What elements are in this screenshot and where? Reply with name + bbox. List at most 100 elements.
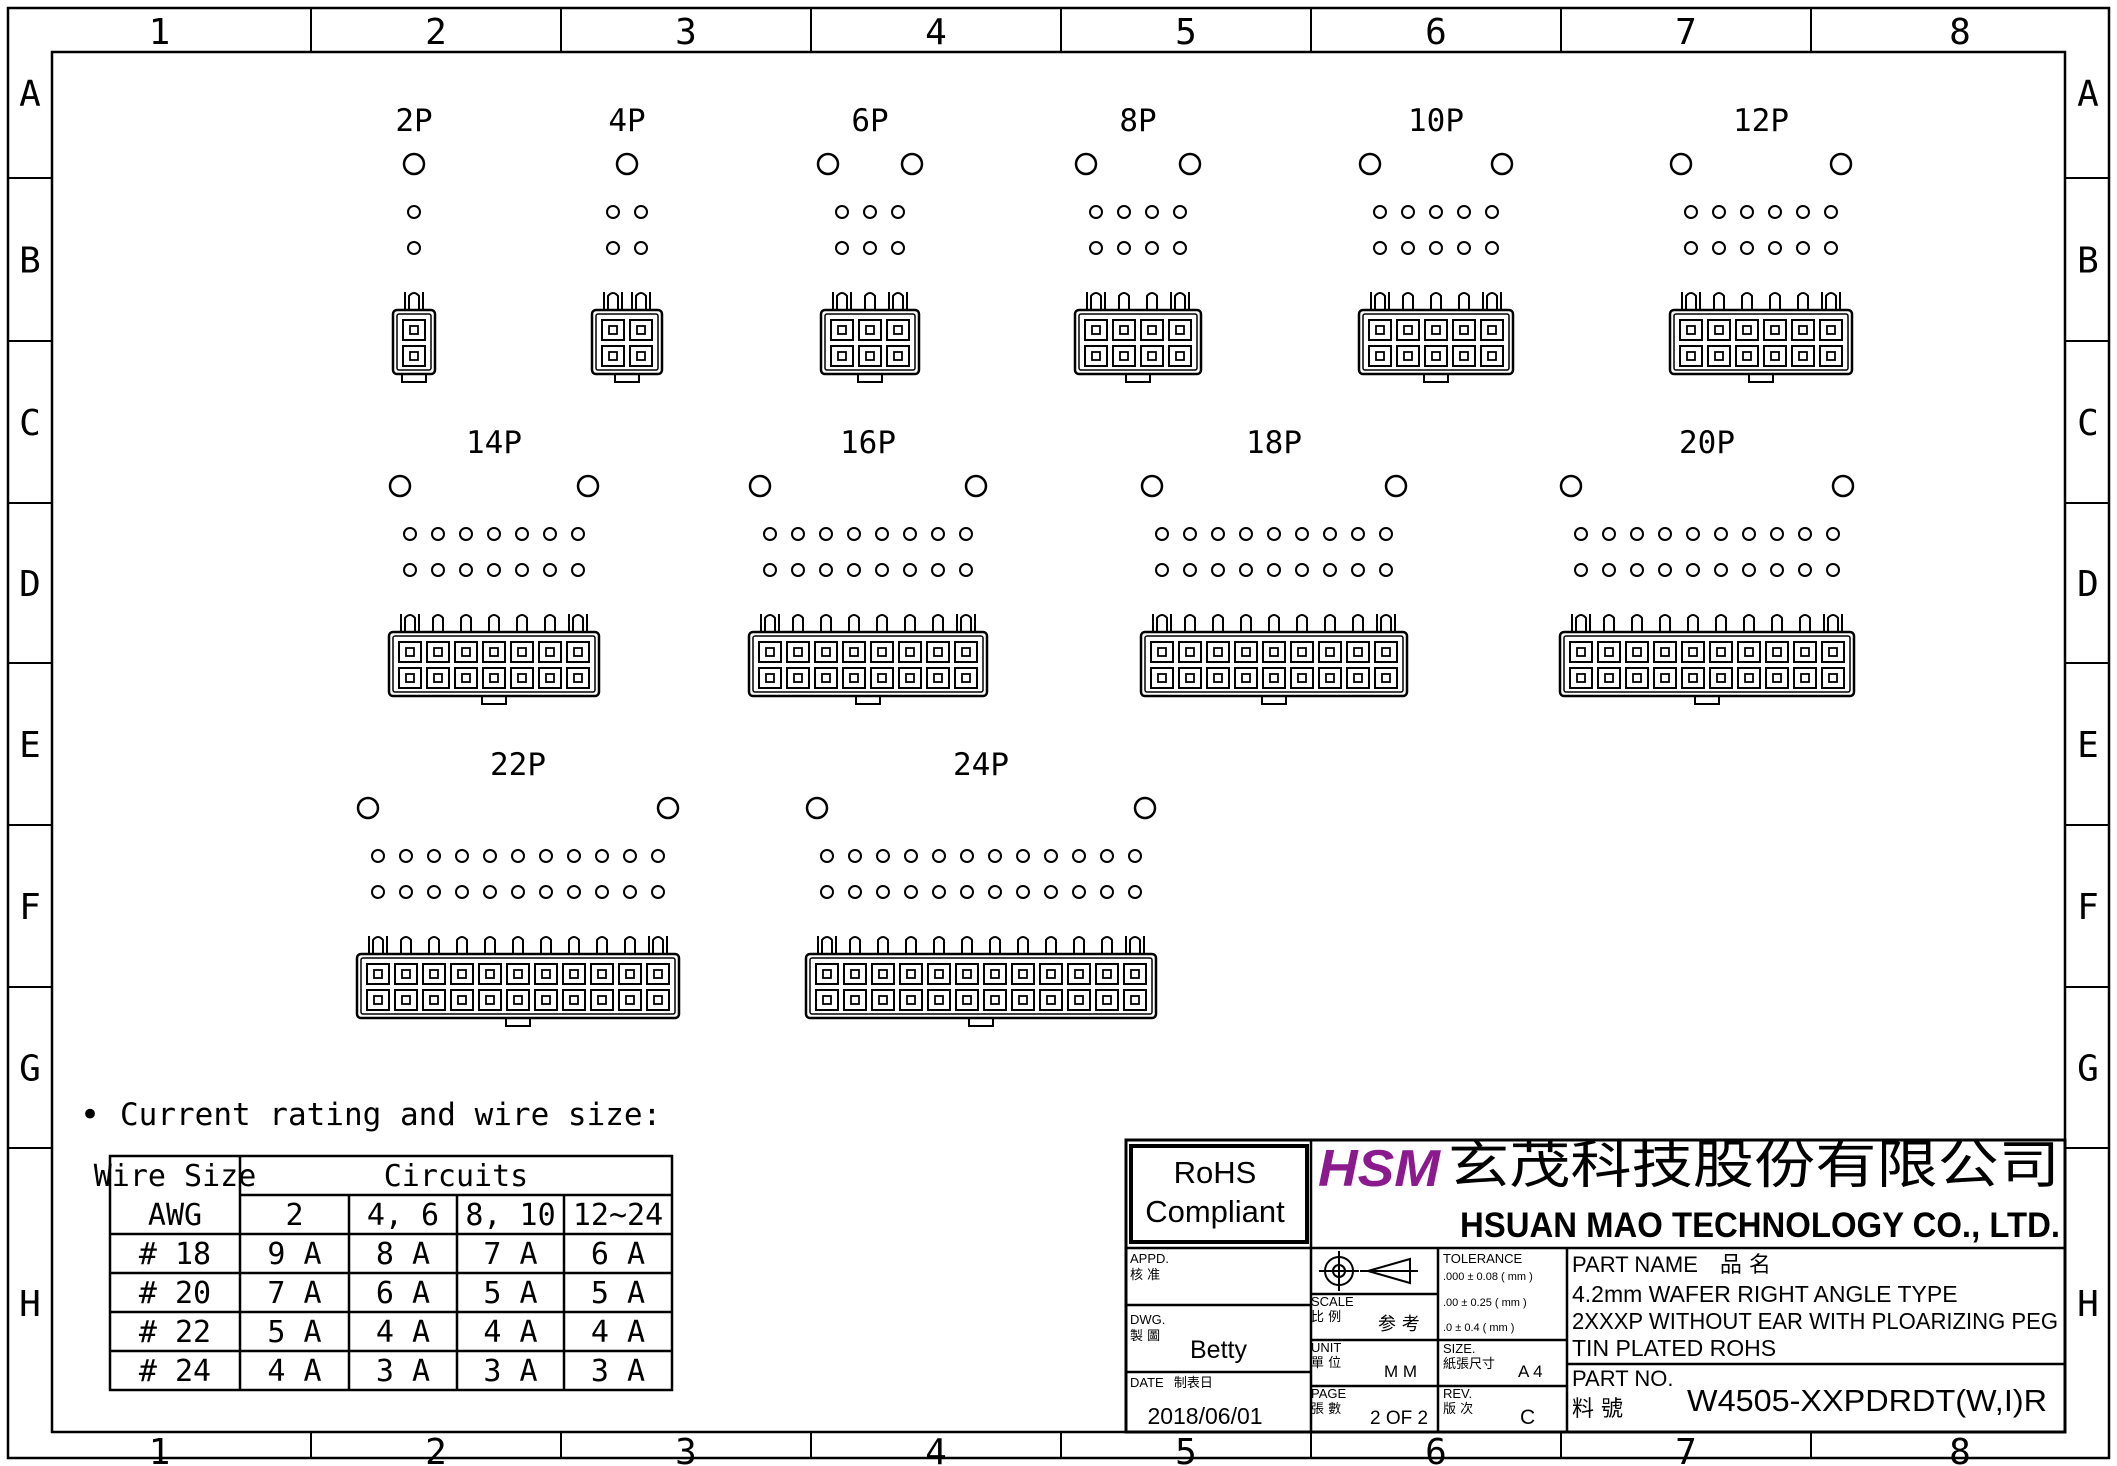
cavity-terminal xyxy=(1770,351,1780,361)
terminal-latch xyxy=(1212,614,1224,632)
pin-hole xyxy=(567,849,581,863)
cavity-terminal xyxy=(1800,673,1810,683)
pin-hole xyxy=(1089,205,1103,219)
rating-value-cell: 8 A xyxy=(376,1237,430,1272)
cavity-terminal xyxy=(1147,325,1157,335)
pin-hole xyxy=(1826,563,1840,577)
cavity-terminal xyxy=(962,969,972,979)
cavity-terminal xyxy=(849,647,859,657)
cavity xyxy=(538,667,562,689)
pin-hole xyxy=(651,885,665,899)
cavity-terminal xyxy=(1375,325,1385,335)
pin-hole xyxy=(1295,527,1309,541)
pin-hole xyxy=(595,849,609,863)
peg-hole xyxy=(748,474,772,498)
pin-hole xyxy=(959,527,973,541)
cavity-terminal xyxy=(878,995,888,1005)
cavity xyxy=(1707,319,1731,341)
pin-hole xyxy=(403,563,417,577)
zone-column-label-top: 5 xyxy=(1175,12,1197,53)
pin-hole xyxy=(455,849,469,863)
cavity xyxy=(1067,963,1091,985)
zone-column-label-top: 7 xyxy=(1675,12,1697,53)
terminal-latch xyxy=(892,292,904,310)
connector-label: 14P xyxy=(466,425,522,461)
terminal-latch xyxy=(1324,614,1336,632)
cavity xyxy=(927,963,951,985)
cavity xyxy=(1084,319,1108,341)
housing-inner xyxy=(1673,313,1849,371)
size-label: SIZE. xyxy=(1443,1341,1476,1356)
dwg-label: DWG. xyxy=(1130,1312,1165,1327)
housing-inner xyxy=(360,957,676,1015)
zone-row-label-left: F xyxy=(19,887,41,928)
pin-hole xyxy=(1796,205,1810,219)
polarizing-peg xyxy=(1261,695,1287,705)
cavity-terminal xyxy=(1175,325,1185,335)
pin-hole xyxy=(988,885,1002,899)
cavity-terminal xyxy=(962,995,972,1005)
terminal-latch xyxy=(1174,292,1186,310)
cavity-terminal xyxy=(1576,673,1586,683)
cavity-terminal xyxy=(1487,351,1497,361)
pin-hole xyxy=(1211,527,1225,541)
pin-hole xyxy=(876,849,890,863)
cavity-terminal xyxy=(893,325,903,335)
pin-hole xyxy=(835,205,849,219)
cavity xyxy=(426,667,450,689)
pin-hole xyxy=(1128,849,1142,863)
cavity-terminal xyxy=(1459,351,1469,361)
polarizing-peg xyxy=(857,373,883,383)
pin-hole xyxy=(1072,885,1086,899)
cavity-terminal xyxy=(409,351,419,361)
pin-hole xyxy=(1485,205,1499,219)
cavity xyxy=(815,963,839,985)
pin-hole xyxy=(399,849,413,863)
cavity xyxy=(898,667,922,689)
cavity-terminal xyxy=(1353,647,1363,657)
terminal-latch xyxy=(408,292,420,310)
pin-hole xyxy=(606,205,620,219)
cavity-terminal xyxy=(625,969,635,979)
pin-hole xyxy=(483,885,497,899)
projection-symbol-icon xyxy=(1319,1251,1418,1291)
terminal-latch xyxy=(516,614,528,632)
pin-hole xyxy=(1798,563,1812,577)
cavity-terminal xyxy=(1147,351,1157,361)
cavity xyxy=(506,989,530,1011)
zone-column-label-top: 6 xyxy=(1425,12,1447,53)
cavity xyxy=(786,641,810,663)
pin-hole xyxy=(904,849,918,863)
pin-hole xyxy=(1658,563,1672,577)
pin-hole xyxy=(847,527,861,541)
cavity xyxy=(1374,641,1398,663)
cavity xyxy=(482,641,506,663)
cavity-terminal xyxy=(1091,325,1101,335)
cavity xyxy=(1039,989,1063,1011)
cavity xyxy=(871,963,895,985)
polarizing-peg xyxy=(1423,373,1449,383)
cavity xyxy=(1206,641,1230,663)
tolerance-line-3: .0 ± 0.4 ( mm ) xyxy=(1443,1322,1514,1334)
rating-value-cell: 9 A xyxy=(267,1237,321,1272)
cavity-terminal xyxy=(1213,673,1223,683)
zone-column-label-bottom: 7 xyxy=(1675,1432,1697,1466)
cavity xyxy=(601,345,625,367)
cavity-terminal xyxy=(485,995,495,1005)
rev-label: REV. xyxy=(1443,1386,1472,1401)
cavity xyxy=(426,641,450,663)
cavity xyxy=(1112,319,1136,341)
pin-hole xyxy=(875,563,889,577)
rating-awg-cell: # 22 xyxy=(139,1315,211,1350)
rating-value-cell: 6 A xyxy=(376,1276,430,1311)
rating-circuit-header: 8, 10 xyxy=(465,1198,555,1233)
cavity-terminal xyxy=(1157,647,1167,657)
cavity xyxy=(926,667,950,689)
pin-hole xyxy=(651,849,665,863)
cavity xyxy=(899,989,923,1011)
size-cn: 紙張尺寸 xyxy=(1443,1357,1495,1372)
rating-awg-cell: # 18 xyxy=(139,1237,211,1272)
cavity xyxy=(534,989,558,1011)
date-label: DATE 制表日 xyxy=(1130,1375,1213,1391)
cavity xyxy=(601,319,625,341)
